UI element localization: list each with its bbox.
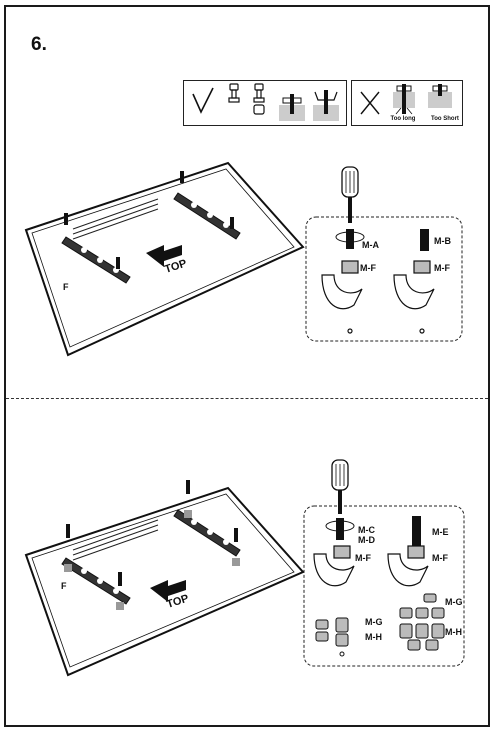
step-number: 6.: [31, 34, 47, 55]
screwdriver-icon: [331, 459, 349, 514]
spacers-left: [315, 617, 349, 657]
detail-callout-top: [305, 166, 463, 342]
screw-a-label: M-A: [362, 240, 379, 250]
spacer-g-label-left: M-G: [365, 617, 383, 627]
too-long-caption: Too long: [390, 116, 416, 122]
page-frame: [4, 5, 490, 727]
bracket-label-bottom: F: [61, 581, 67, 591]
correct-fit-icon: [279, 90, 339, 121]
screw-b-label: M-B: [434, 236, 451, 246]
spacer-h-label-left: M-H: [365, 632, 382, 642]
washer-bracket-right: [393, 260, 435, 334]
section-divider: [6, 398, 488, 399]
vent-slots: [72, 519, 159, 561]
cross-icon: [360, 91, 380, 115]
screw-a-icon: [335, 229, 365, 249]
too-long-icon: [393, 84, 415, 115]
spacers-right: [399, 593, 445, 651]
correct-screw-icon: [228, 83, 265, 115]
wall-bracket-right: [173, 192, 241, 240]
screwdriver-icon: [341, 166, 359, 223]
detail-callout-bottom: [303, 459, 465, 667]
wall-bracket-left: [61, 236, 131, 284]
spacer-g-label-right: M-G: [445, 597, 463, 607]
washer-bracket-left: [321, 260, 363, 334]
bracket-label-top: F: [63, 282, 69, 292]
tv-back-bottom: TOP: [24, 480, 305, 677]
mount-screws: [64, 171, 234, 269]
screw-d-label: M-D: [358, 535, 375, 545]
screw-c-label: M-C: [358, 525, 375, 535]
wall-bracket-left: [61, 557, 131, 605]
mount-screws-with-spacers: [64, 480, 240, 610]
too-short-icon: [428, 84, 452, 108]
screw-cd-icon: [325, 518, 355, 540]
tv-back-top: TOP: [24, 161, 305, 357]
washer-bracket-left: [313, 545, 355, 587]
washer-f-label-right: M-F: [432, 553, 448, 563]
washer-f-label-right: M-F: [434, 263, 450, 273]
too-short-caption: Too Short: [431, 116, 459, 122]
check-icon: [192, 87, 214, 114]
washer-bracket-right: [387, 545, 429, 587]
washer-f-label-left: M-F: [360, 263, 376, 273]
screw-e-icon: [412, 516, 421, 546]
screw-length-guide: [183, 80, 463, 126]
top-arrow: [146, 245, 182, 267]
spacer-h-label-right: M-H: [445, 627, 462, 637]
wall-bracket-right: [173, 509, 241, 557]
screw-e-label: M-E: [432, 527, 449, 537]
top-arrow: [150, 580, 186, 602]
washer-f-label-left: M-F: [355, 553, 371, 563]
screw-b-icon: [420, 229, 429, 251]
vent-slots: [72, 198, 159, 240]
